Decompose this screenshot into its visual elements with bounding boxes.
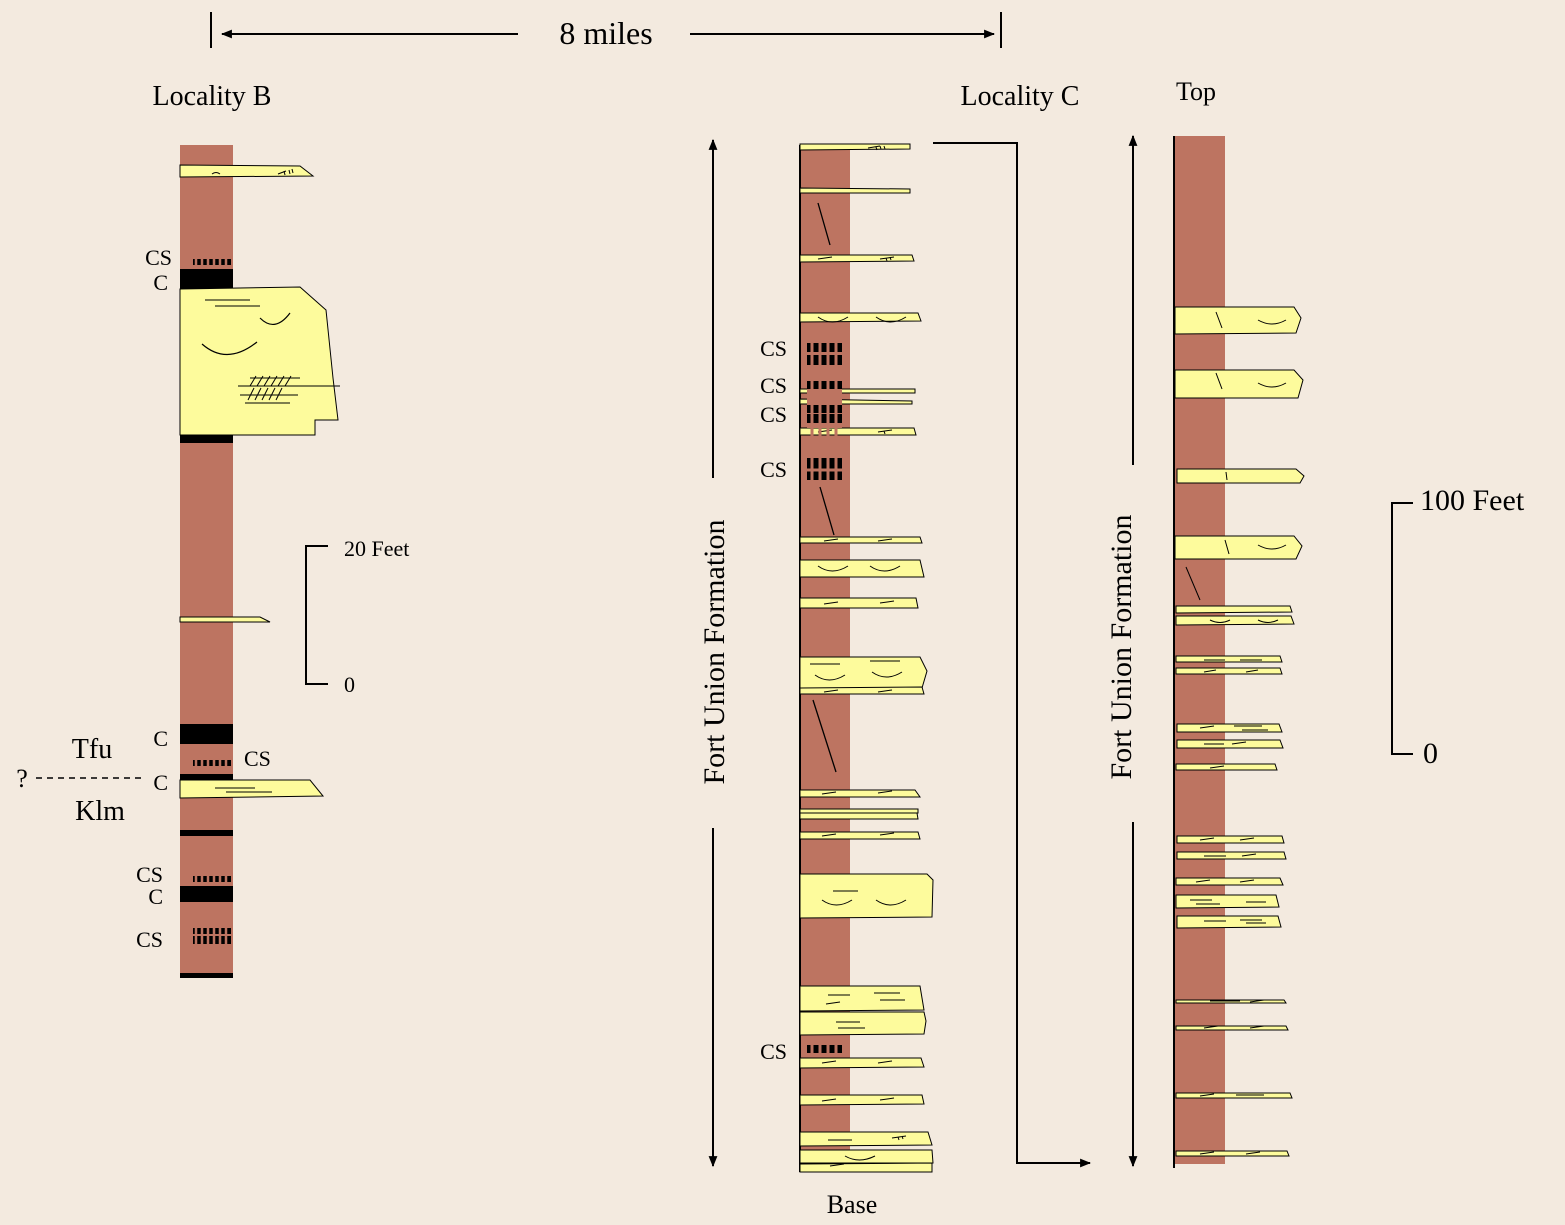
locality-c-section: Locality C Fort Union Formation xyxy=(698,81,1092,1219)
locality-c-title: Locality C xyxy=(961,81,1080,112)
label-cs: CS xyxy=(136,927,163,952)
label-cs: CS xyxy=(760,402,787,427)
label-cs: CS xyxy=(760,373,787,398)
scale-top-label: 100 Feet xyxy=(1420,484,1525,517)
locality-c-upper-section: Top Fort Union Formation xyxy=(1105,77,1525,1168)
locality-c-vertical-scale: 100 Feet 0 xyxy=(1391,484,1525,770)
sandstone-bed-icon xyxy=(179,286,339,436)
label-cs: CS xyxy=(760,336,787,361)
cross-bedding-icon xyxy=(247,375,292,401)
label-cs: CS xyxy=(145,245,172,270)
distance-scale-label: 8 miles xyxy=(559,15,652,51)
sedimentary-structures xyxy=(810,145,907,1167)
sedimentary-structures xyxy=(1185,311,1287,1155)
ripple-lamination-icon xyxy=(211,168,294,176)
coal-bed-icon xyxy=(180,269,233,289)
label-cs: CS xyxy=(136,862,163,887)
top-label: Top xyxy=(1176,77,1216,106)
coal-bed-icon xyxy=(180,774,233,780)
carbonaceous-shale-icon xyxy=(807,343,842,1053)
coal-bed-icon xyxy=(180,973,233,978)
label-cs: CS xyxy=(760,1039,787,1064)
label-c: C xyxy=(153,726,168,751)
lower-unit-label: Klm xyxy=(75,796,125,827)
locality-b-section: Locality B CS C C xyxy=(16,81,409,978)
label-cs: CS xyxy=(760,457,787,482)
distance-scale: 8 miles xyxy=(210,12,1002,51)
fracture-icon xyxy=(812,202,837,773)
carbonaceous-shale-icon xyxy=(193,259,231,265)
coal-bed-icon xyxy=(180,886,233,902)
label-c: C xyxy=(153,270,168,295)
sandstone-beds xyxy=(1174,306,1305,1157)
sandstone-beds xyxy=(799,143,934,1173)
coal-bed-icon xyxy=(180,830,233,836)
locality-b-title: Locality B xyxy=(153,81,272,112)
formation-label: Fort Union Formation xyxy=(698,519,731,784)
sandstone-bed-icon xyxy=(179,779,325,799)
label-cs: CS xyxy=(244,746,271,771)
continuation-connector xyxy=(933,142,1092,1168)
scale-bottom-label: 0 xyxy=(1423,737,1438,770)
scale-top-label: 20 Feet xyxy=(344,536,409,561)
carbonaceous-shale-icon xyxy=(193,760,231,766)
sandstone-bed-icon xyxy=(179,164,315,178)
contact-query-mark: ? xyxy=(16,764,28,793)
base-label: Base xyxy=(827,1190,878,1219)
sandstone-bed-icon xyxy=(179,616,271,623)
locality-b-vertical-scale: 20 Feet 0 xyxy=(305,536,409,697)
coal-bed-icon xyxy=(180,724,233,744)
formation-label: Fort Union Formation xyxy=(1105,514,1138,779)
coal-bed-icon xyxy=(180,435,233,443)
carbonaceous-shale-icon xyxy=(193,876,231,882)
label-c: C xyxy=(153,770,168,795)
upper-unit-label: Tfu xyxy=(72,734,112,765)
label-c: C xyxy=(148,884,163,909)
mudstone-column xyxy=(1174,136,1225,1164)
scale-bottom-label: 0 xyxy=(344,672,355,697)
